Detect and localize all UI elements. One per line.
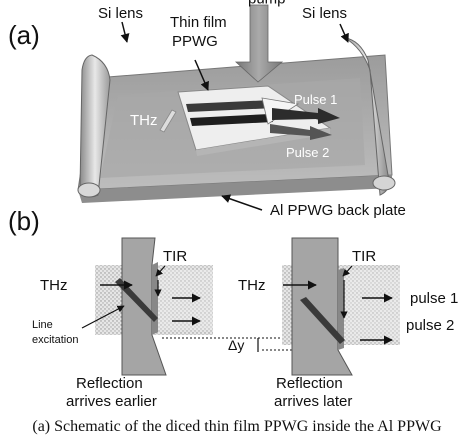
right-pulse1-label: pulse 1	[410, 290, 458, 307]
left-arrives-label: arrives earlier	[66, 393, 157, 410]
right-pulse2-label: pulse 2	[406, 317, 454, 334]
si-lens-left-label: Si lens	[98, 5, 143, 22]
pulse2-label-a: Pulse 2	[286, 145, 329, 160]
left-excitation-label: excitation	[32, 334, 78, 346]
back-plate-label: Al PPWG back plate	[270, 202, 406, 219]
back-plate-pointer	[221, 194, 263, 211]
left-thz-label: THz	[40, 277, 68, 294]
right-thz-label: THz	[238, 277, 266, 294]
thin-film-pointer	[194, 59, 209, 91]
pulse2-arrow	[270, 124, 332, 140]
thz-label-a: THz	[130, 112, 158, 129]
left-tir-label: TIR	[163, 248, 187, 265]
pulse1-label-a: Pulse 1	[294, 92, 337, 107]
ppwg-label: PPWG	[172, 33, 218, 50]
si-lens-left-shape	[77, 54, 111, 198]
beam-lower	[190, 114, 273, 126]
left-reflection-label: Reflection	[76, 375, 143, 392]
right-tir-label: TIR	[352, 248, 376, 265]
panel-b: (b) TIR THz Line excitation Reflection a…	[8, 206, 458, 410]
beam-upper	[186, 100, 275, 112]
pulse1-arrow	[272, 108, 340, 124]
panel-b-right: TIR THz pulse 1 pulse 2 Reflection arriv…	[238, 237, 458, 410]
panel-a-label: (a)	[8, 20, 40, 50]
panel-b-label: (b)	[8, 206, 40, 236]
thin-film-label: Thin film	[170, 14, 227, 31]
back-plate-front-edge	[78, 175, 392, 203]
left-line-label: Line	[32, 319, 53, 331]
panel-a: (a) Si lens pump Si lens Thin film PPWG …	[8, 0, 406, 219]
si-lens-right-shape	[344, 37, 396, 196]
delta-y-label: Δy	[228, 337, 244, 353]
si-lens-right-label: Si lens	[302, 5, 347, 22]
panel-b-left: TIR THz Line excitation Reflection arriv…	[32, 237, 213, 410]
right-reflection-label: Reflection	[276, 375, 343, 392]
pump-label: pump	[248, 0, 286, 7]
right-line-excitation	[300, 297, 345, 344]
thz-input-bar	[159, 109, 177, 133]
right-arrives-label: arrives later	[274, 393, 352, 410]
pump-beam	[234, 4, 284, 83]
si-lens-right-pointer	[339, 23, 349, 43]
figure-caption: (a) Schematic of the diced thin film PPW…	[32, 418, 442, 435]
si-lens-left-pointer	[120, 21, 130, 43]
